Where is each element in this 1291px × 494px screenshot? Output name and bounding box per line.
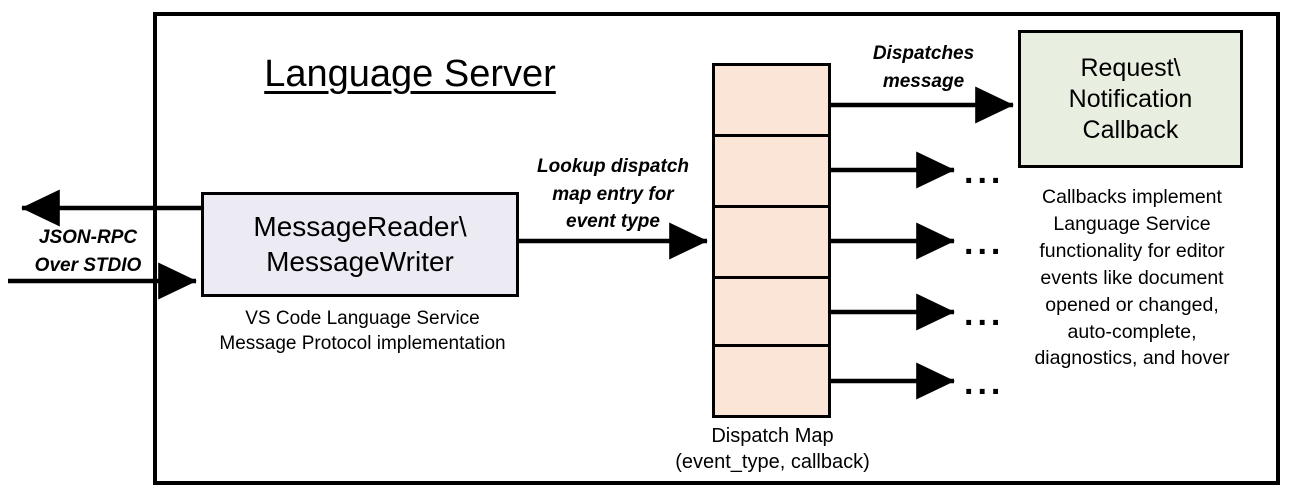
- dispatch-map-table[interactable]: [712, 63, 831, 418]
- dispatch-map-row[interactable]: [715, 344, 828, 415]
- ellipsis-row-4: ...: [964, 295, 1005, 333]
- dispatch-map-row[interactable]: [715, 66, 828, 137]
- dispatches-message-label: Dispatches message: [872, 43, 975, 92]
- message-reader-writer-label: MessageReader\ MessageWriter: [253, 211, 467, 277]
- dispatch-map-caption: Dispatch Map (event_type, callback): [675, 425, 870, 473]
- language-server-frame: [153, 12, 1280, 485]
- ellipsis-row-2: ...: [964, 153, 1005, 191]
- message-reader-writer-box[interactable]: MessageReader\ MessageWriter: [201, 192, 519, 297]
- transport-label: JSON-RPC Over STDIO: [34, 227, 142, 276]
- ellipsis-row-5: ...: [964, 364, 1005, 402]
- ellipsis-row-3: ...: [964, 224, 1005, 262]
- dispatch-map-row[interactable]: [715, 134, 828, 205]
- dispatch-map-row[interactable]: [715, 276, 828, 347]
- callback-caption: Callbacks implement Language Service fun…: [1034, 186, 1230, 370]
- request-notification-callback-label: Request\ Notification Callback: [1068, 53, 1193, 144]
- message-reader-writer-caption: VS Code Language Service Message Protoco…: [219, 308, 506, 354]
- request-notification-callback-box[interactable]: Request\ Notification Callback: [1018, 30, 1243, 168]
- lookup-dispatch-label: Lookup dispatch map entry for event type: [537, 156, 689, 233]
- dispatch-map-row[interactable]: [715, 205, 828, 276]
- page-title: Language Server: [264, 53, 556, 95]
